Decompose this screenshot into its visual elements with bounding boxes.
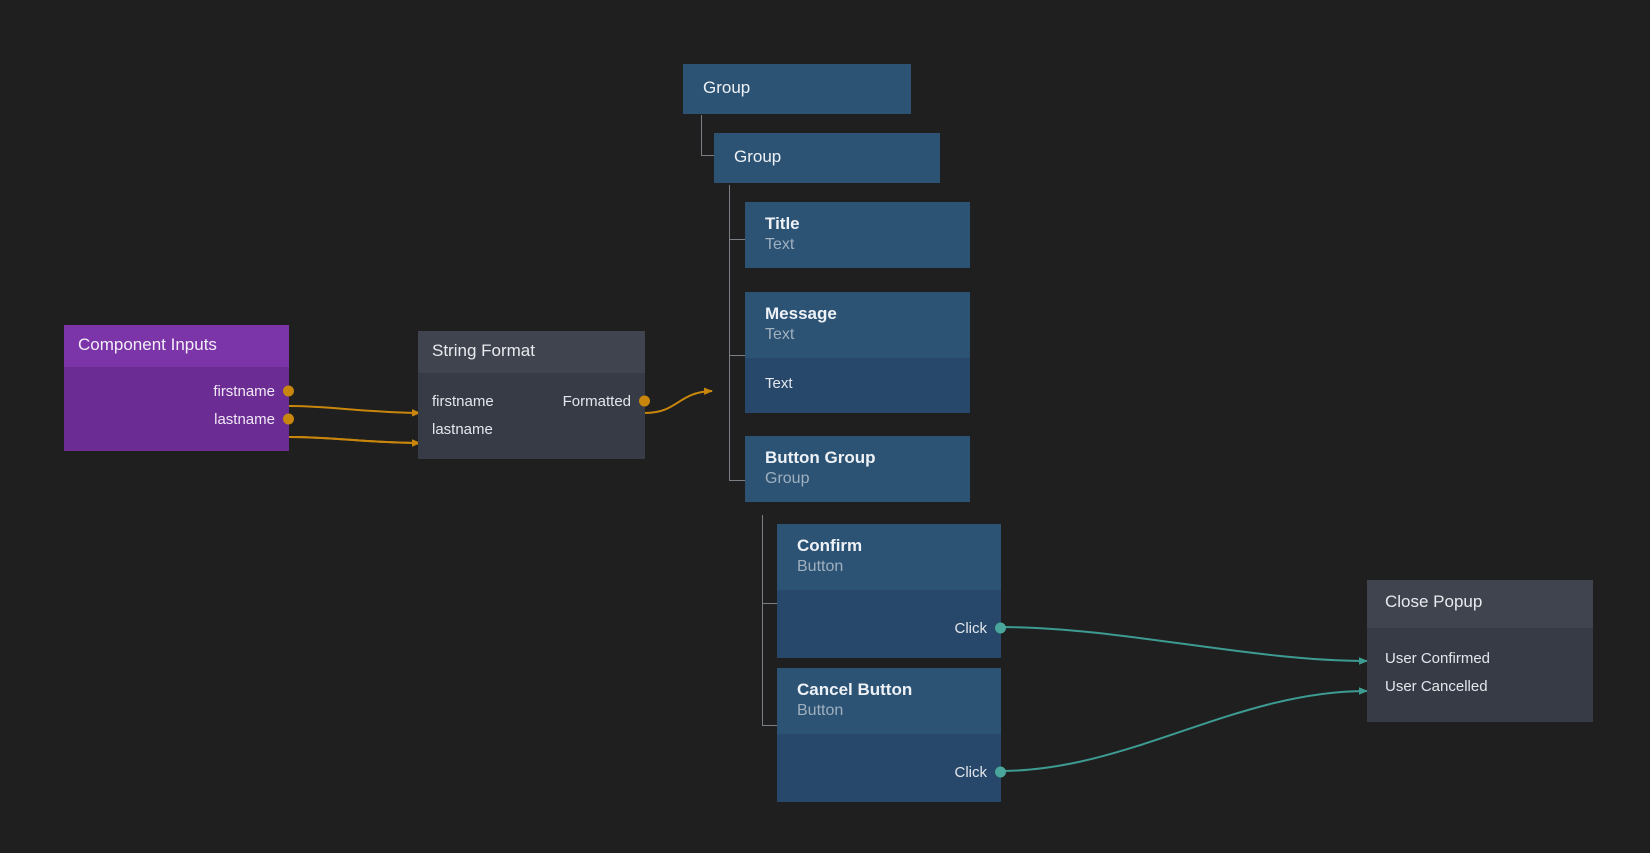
node-header-close-popup: Close Popup	[1367, 580, 1593, 628]
node-body-component-inputs: firstname lastname	[64, 367, 294, 451]
edge-cancel-click	[999, 687, 1368, 772]
node-component-inputs[interactable]: Component Inputs firstname lastname	[64, 325, 294, 451]
body-spacer-bottom	[745, 397, 970, 413]
node-header-group-inner: Group	[714, 133, 940, 183]
port-row-firstname-formatted[interactable]: firstname Formatted	[418, 387, 650, 415]
port-dot-formatted[interactable]	[639, 395, 650, 407]
port-dot-confirm-click[interactable]	[995, 622, 1006, 634]
node-title: Group	[703, 78, 751, 97]
edge-confirm-click	[999, 626, 1368, 665]
port-label-user-cancelled: User Cancelled	[1385, 677, 1488, 695]
tree-line-buttongroup-to-cancel	[762, 725, 778, 726]
edge-formatted-to-text	[644, 387, 713, 414]
port-dot-lastname[interactable]	[283, 413, 294, 425]
tree-line-outer-horizontal	[701, 155, 716, 156]
port-label-click: Click	[954, 763, 988, 781]
node-header-component-inputs: Component Inputs	[64, 325, 289, 367]
edge-lastname-visible	[288, 436, 421, 447]
node-title: String Format	[432, 341, 535, 360]
node-title: Component Inputs	[78, 335, 217, 354]
node-header-confirm: Confirm Button	[777, 524, 1001, 590]
node-body-string-format: firstname Formatted lastname	[418, 373, 650, 459]
body-spacer-bottom	[418, 443, 645, 459]
port-row-text-in[interactable]: Text	[745, 369, 970, 397]
node-header-group-outer: Group	[683, 64, 911, 114]
node-title: Button Group	[765, 448, 876, 467]
body-spacer	[418, 373, 645, 387]
edge-lastname	[288, 436, 421, 444]
port-label: lastname	[214, 410, 275, 428]
node-title: Title	[765, 214, 800, 233]
port-row-cancel-click[interactable]: Click	[777, 758, 1006, 786]
node-body-cancel: Click	[777, 734, 1006, 802]
node-header-cancel: Cancel Button Button	[777, 668, 1001, 734]
body-spacer	[1367, 628, 1593, 644]
node-confirm-button[interactable]: Confirm Button Click	[777, 524, 1006, 658]
port-row-firstname-out[interactable]: firstname	[64, 377, 294, 405]
port-label-formatted-out: Formatted	[562, 392, 631, 410]
port-row-lastname-out[interactable]: lastname	[64, 405, 294, 433]
port-dot-cancel-click[interactable]	[995, 766, 1006, 778]
node-title: Group	[734, 147, 782, 166]
node-subtitle: Group	[765, 470, 810, 487]
tree-line-inner-to-message	[729, 355, 745, 356]
port-row-user-cancelled[interactable]: User Cancelled	[1367, 672, 1593, 700]
node-title: Close Popup	[1385, 592, 1483, 611]
node-header-message: Message Text	[745, 292, 970, 358]
tree-line-outer-vertical	[701, 115, 702, 155]
tree-line-inner-to-title	[729, 239, 745, 240]
node-close-popup[interactable]: Close Popup User Confirmed User Cancelle…	[1367, 580, 1593, 722]
node-button-group[interactable]: Button Group Group	[745, 436, 970, 502]
port-label-text-in: Text	[765, 374, 793, 392]
tree-line-buttongroup-to-confirm	[762, 603, 778, 604]
body-spacer-bottom	[777, 786, 1001, 802]
tree-line-inner-to-button-group	[729, 480, 745, 481]
node-subtitle: Text	[765, 236, 795, 253]
node-title: Cancel Button	[797, 680, 913, 699]
port-label-firstname-in: firstname	[432, 392, 494, 410]
node-group-outer[interactable]: Group	[683, 64, 911, 114]
node-subtitle: Button	[797, 702, 844, 719]
node-title: Confirm	[797, 536, 863, 555]
body-spacer	[745, 358, 970, 369]
node-body-confirm: Click	[777, 590, 1006, 658]
node-subtitle: Text	[765, 326, 795, 343]
port-label-click: Click	[954, 619, 988, 637]
port-row-confirm-click[interactable]: Click	[777, 614, 1006, 642]
port-label-user-confirmed: User Confirmed	[1385, 649, 1491, 667]
node-subtitle: Button	[797, 558, 844, 575]
body-spacer	[777, 734, 1001, 758]
node-body-close-popup: User Confirmed User Cancelled	[1367, 628, 1593, 722]
node-title: Message	[765, 304, 837, 323]
node-header-button-group: Button Group Group	[745, 436, 970, 502]
node-cancel-button[interactable]: Cancel Button Button Click	[777, 668, 1006, 802]
node-string-format[interactable]: String Format firstname Formatted lastna…	[418, 331, 650, 459]
port-dot-firstname[interactable]	[283, 385, 294, 397]
port-row-lastname-in[interactable]: lastname	[418, 415, 645, 443]
body-spacer-bottom	[1367, 700, 1593, 722]
port-label: firstname	[213, 382, 275, 400]
body-spacer	[777, 590, 1001, 614]
node-body-message: Text	[745, 358, 970, 413]
node-header-title: Title Text	[745, 202, 970, 268]
node-title-text[interactable]: Title Text	[745, 202, 970, 268]
tree-line-buttongroup-vertical	[762, 515, 763, 725]
body-spacer	[64, 367, 289, 377]
node-group-inner[interactable]: Group	[714, 133, 940, 183]
tree-line-inner-vertical	[729, 185, 730, 480]
body-spacer-bottom	[777, 642, 1001, 658]
port-row-user-confirmed[interactable]: User Confirmed	[1367, 644, 1593, 672]
edge-firstname	[288, 405, 421, 417]
body-spacer-bottom	[64, 433, 289, 451]
node-message-text[interactable]: Message Text Text	[745, 292, 970, 413]
port-label-lastname-in: lastname	[432, 420, 493, 438]
node-header-string-format: String Format	[418, 331, 645, 373]
